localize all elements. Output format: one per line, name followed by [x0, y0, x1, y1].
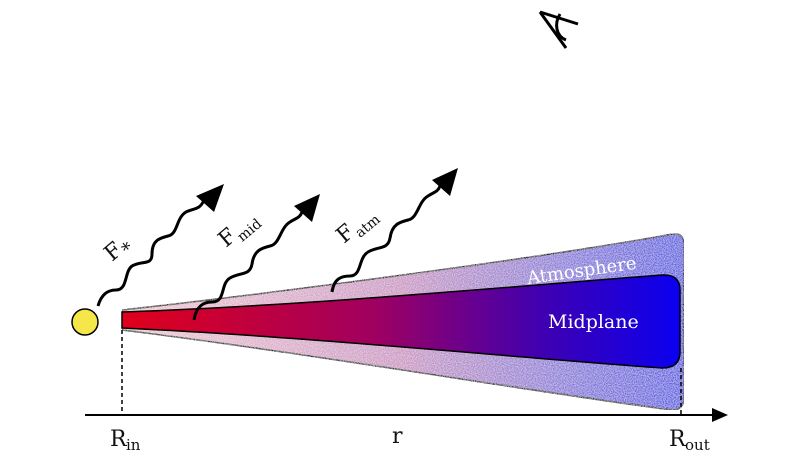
midplane-region	[121, 274, 681, 369]
eye-icon	[538, 10, 579, 49]
stellar-radiation-arrow	[96, 199, 206, 307]
inner-radius-main: R	[110, 427, 128, 450]
inner-radius-sub: in	[126, 436, 141, 450]
outer-radius-label: R out	[669, 427, 710, 450]
outer-radius-sub: out	[685, 436, 710, 450]
midplane-label: Midplane	[548, 311, 639, 333]
atmosphere-flux-label: F atm	[332, 212, 384, 249]
radius-axis-arrowhead	[712, 408, 728, 422]
midplane-radiation-arrowhead	[294, 194, 320, 222]
radius-axis-label: r	[392, 424, 403, 449]
outer-radius-main: R	[669, 427, 687, 450]
atmosphere-radiation-arrowhead	[432, 168, 458, 196]
inner-radius-label: R in	[110, 427, 141, 450]
star-icon	[71, 308, 99, 336]
midplane-flux-label: F mid	[214, 216, 265, 253]
midplane-radiation-arrow	[192, 211, 304, 321]
atmosphere-radiation-arrow	[330, 185, 442, 293]
stellar-radiation-arrowhead	[196, 184, 224, 212]
